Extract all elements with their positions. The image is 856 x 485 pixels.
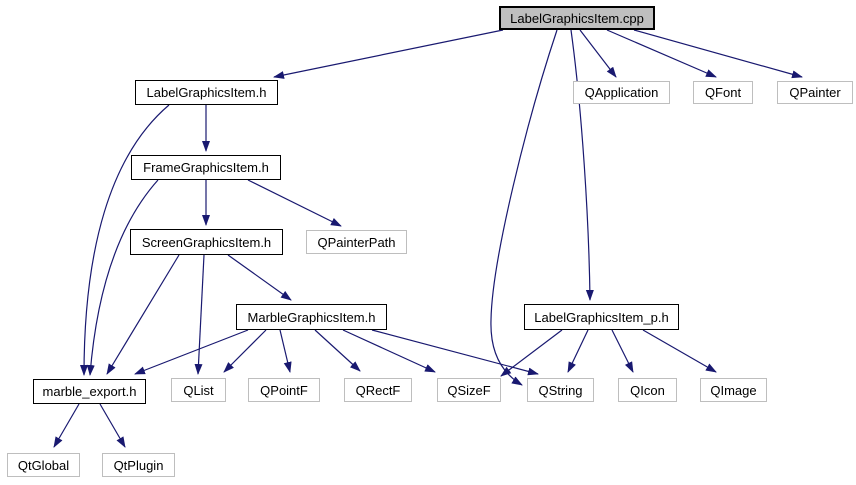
edge-screengraphicsitem-h-to-marble-export-h <box>106 254 180 375</box>
edge-screengraphicsitem-h-to-qlist <box>194 254 205 375</box>
node-qpainter: QPainter <box>777 81 853 104</box>
node-screengraphicsitem-h[interactable]: ScreenGraphicsItem.h <box>130 229 283 255</box>
node-labelgraphicsitem-cpp: LabelGraphicsItem.cpp <box>499 6 655 30</box>
edge-cpp-to-qstring <box>490 29 558 386</box>
edge-marblegraphicsitem-h-to-marble-export-h <box>134 329 249 375</box>
edge-screengraphicsitem-h-to-marblegraphicsitem-h <box>227 254 292 301</box>
edge-cpp-to-qfont <box>606 29 717 78</box>
node-qlist: QList <box>171 378 226 402</box>
node-labelgraphicsitem-h[interactable]: LabelGraphicsItem.h <box>135 80 278 105</box>
edge-labelgraphicsitem-p-h-to-qsizef <box>500 329 563 377</box>
node-qapplication: QApplication <box>573 81 670 104</box>
edge-framegraphicsitem-h-to-qpainterpath <box>247 179 342 227</box>
edge-marblegraphicsitem-h-to-qpointf <box>279 329 292 373</box>
edge-cpp-to-qpainter <box>633 29 803 79</box>
node-qtplugin: QtPlugin <box>102 453 175 477</box>
node-qicon: QIcon <box>618 378 677 402</box>
node-qrectf: QRectF <box>344 378 412 402</box>
node-qimage: QImage <box>700 378 767 402</box>
edge-marble-export-h-to-qtglobal <box>53 403 80 448</box>
node-labelgraphicsitem-p-h[interactable]: LabelGraphicsItem_p.h <box>524 304 679 330</box>
edge-labelgraphicsitem-h-to-marble-export-h <box>80 104 170 376</box>
node-qpainterpath: QPainterPath <box>306 230 407 254</box>
edge-cpp-to-qapplication <box>579 29 617 78</box>
edge-labelgraphicsitem-p-h-to-qstring <box>567 329 589 373</box>
edge-marble-export-h-to-qtplugin <box>99 403 126 448</box>
edge-cpp-to-labelgraphicsitem-p-h <box>570 29 594 301</box>
edge-marblegraphicsitem-h-to-qlist <box>223 329 267 373</box>
edge-marblegraphicsitem-h-to-qrectf <box>314 329 361 372</box>
node-marble-export-h[interactable]: marble_export.h <box>33 379 146 404</box>
node-qfont: QFont <box>693 81 753 104</box>
node-qtglobal: QtGlobal <box>7 453 80 477</box>
node-qsizef: QSizeF <box>437 378 501 402</box>
node-qpointf: QPointF <box>248 378 320 402</box>
edge-cpp-to-labelgraphicsitem-h <box>273 29 504 79</box>
node-framegraphicsitem-h[interactable]: FrameGraphicsItem.h <box>131 155 281 180</box>
edge-labelgraphicsitem-p-h-to-qimage <box>642 329 717 373</box>
edge-framegraphicsitem-h-to-marble-export-h <box>86 179 159 376</box>
edge-labelgraphicsitem-p-h-to-qicon <box>611 329 634 373</box>
edge-marblegraphicsitem-h-to-qsizef <box>342 329 436 373</box>
node-marblegraphicsitem-h[interactable]: MarbleGraphicsItem.h <box>236 304 387 330</box>
edge-marblegraphicsitem-h-to-qstring <box>371 329 539 376</box>
node-qstring: QString <box>527 378 594 402</box>
